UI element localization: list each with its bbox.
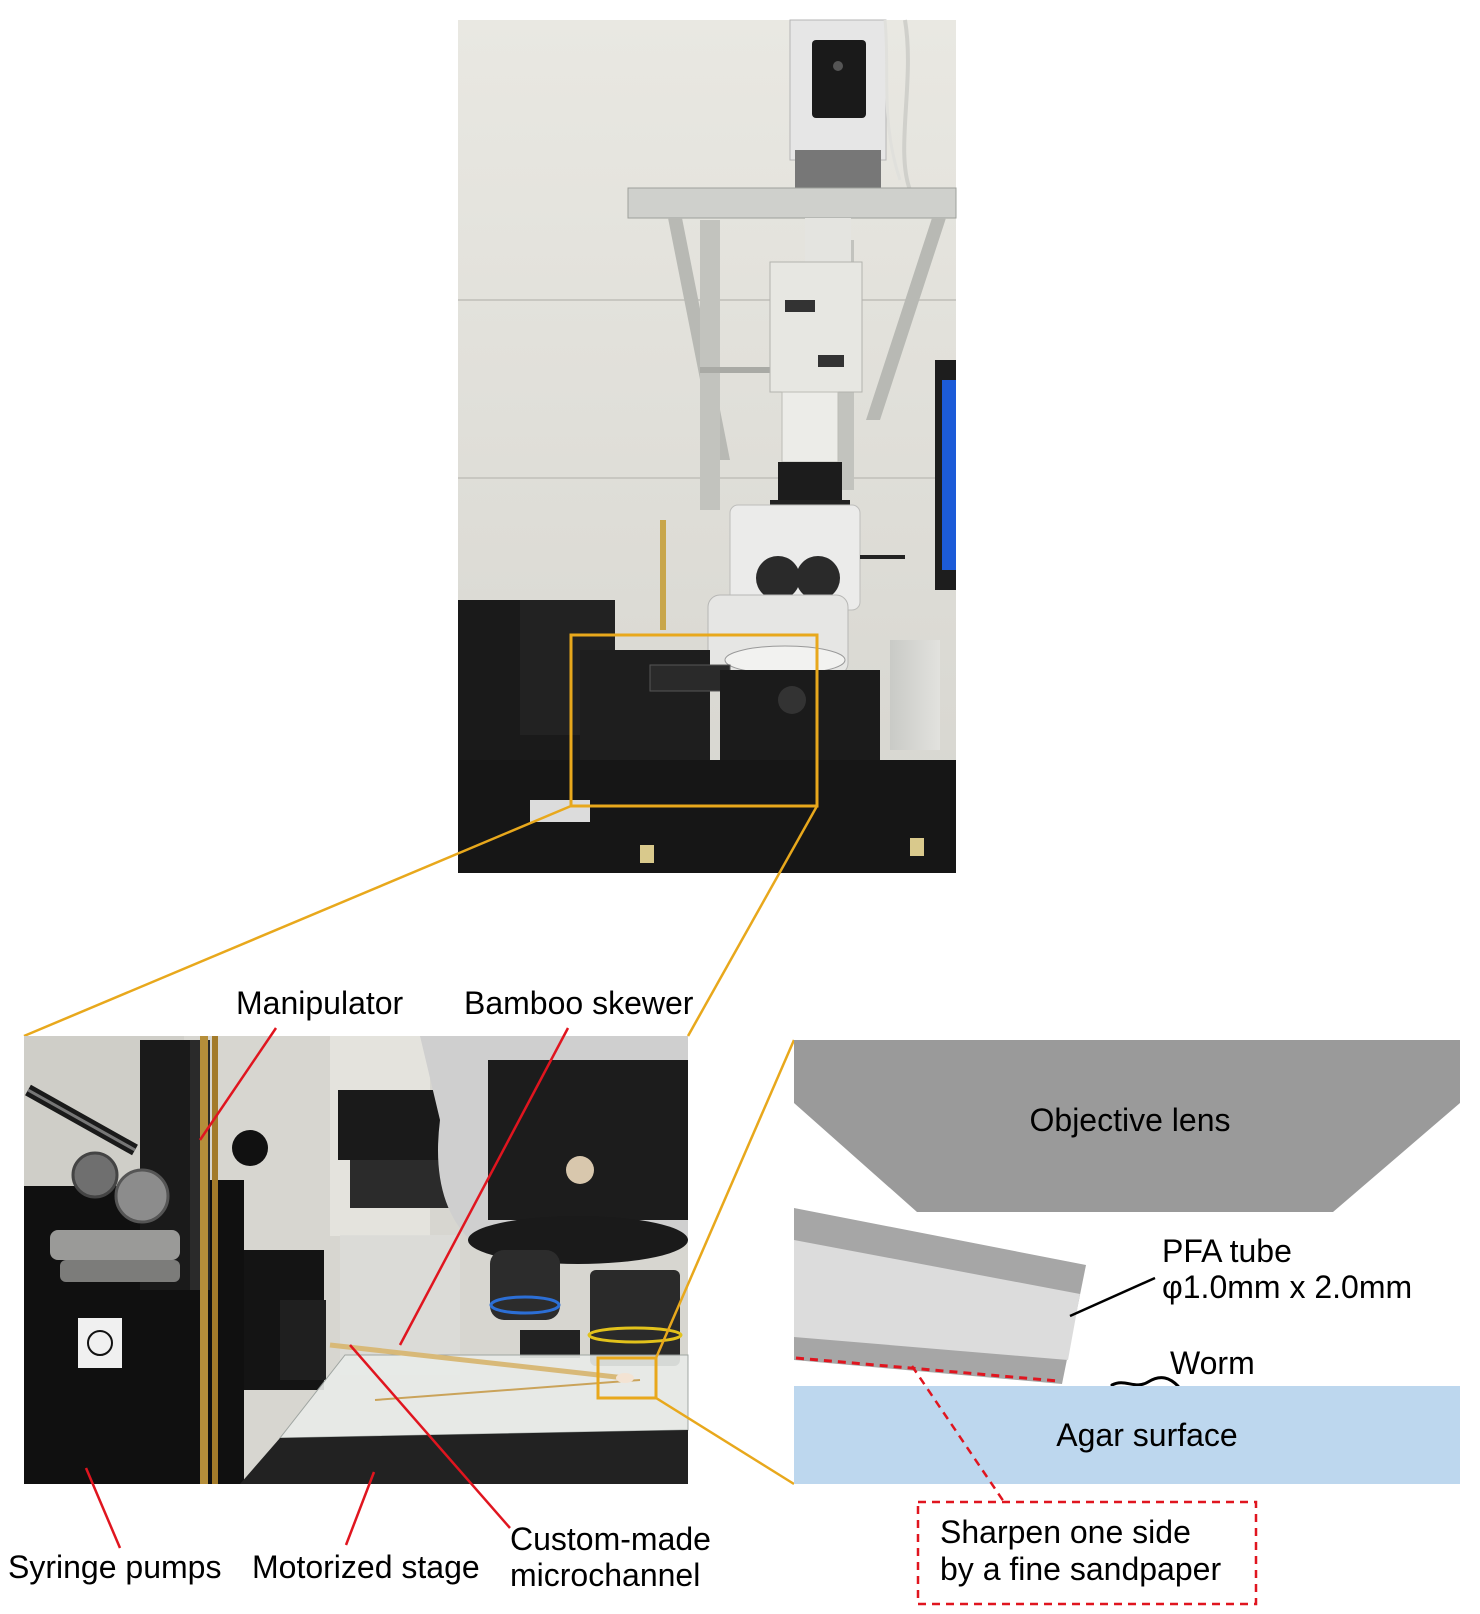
label-microchannel: microchannel [510,1557,700,1593]
label-objective-lens: Objective lens [1030,1102,1231,1138]
top-photo [458,19,957,873]
schematic-connector-bottom [655,1396,795,1486]
zoom-connector-left [23,804,572,1038]
label-custom-made: Custom-made [510,1521,711,1557]
label-syringe-pumps: Syringe pumps [8,1549,221,1585]
objective-lens-shape [794,1040,1460,1212]
schematic-connector-top [654,1039,796,1359]
pfa-tube-inner [794,1240,1080,1360]
label-sharpen-1: Sharpen one side [940,1514,1191,1550]
label-motorized-stage: Motorized stage [252,1549,480,1585]
agar-surface-block [794,1386,1460,1484]
label-agar-surface: Agar surface [1056,1417,1237,1453]
label-bamboo-skewer: Bamboo skewer [464,985,694,1021]
callout-lines [84,1027,570,1549]
zoom-box-top [569,633,819,808]
schematic: Objective lens PFA tube φ1.0mm x 2.0mm W… [794,1040,1460,1606]
label-manipulator: Manipulator [236,985,404,1021]
worm-icon [1110,1376,1180,1388]
label-pfa-tube: PFA tube [1162,1233,1292,1269]
zoom-box-closeup [596,1356,658,1400]
camera-icon [789,19,887,188]
sharpen-callout-box [916,1500,1258,1606]
label-sharpen-2: by a fine sandpaper [940,1551,1221,1587]
label-pfa-size: φ1.0mm x 2.0mm [1162,1269,1412,1305]
label-worm: Worm [1170,1345,1255,1381]
closeup-photo [24,1036,689,1484]
zoom-connector-right [686,805,819,1037]
